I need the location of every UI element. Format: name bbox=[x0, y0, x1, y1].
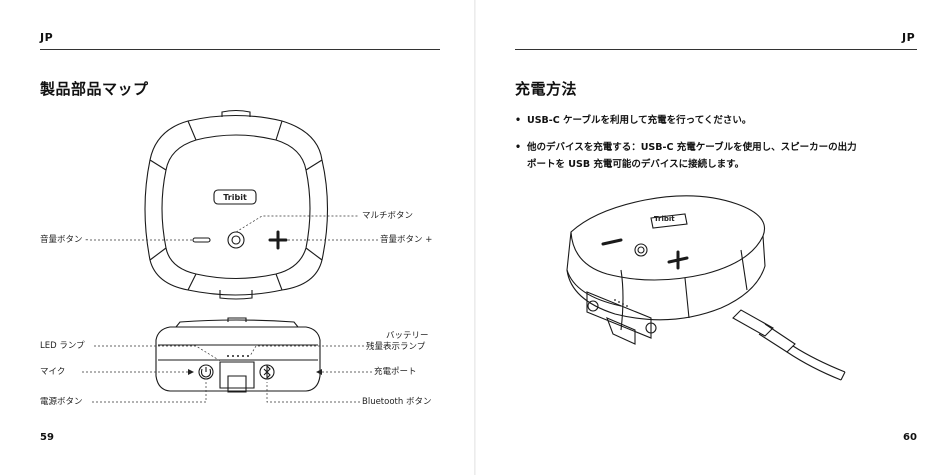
label-battery-line2: 残量表示ランプ bbox=[366, 342, 425, 352]
label-battery-line1: バッテリー bbox=[386, 331, 429, 341]
label-led-lamp: LED ランプ bbox=[40, 341, 85, 351]
charging-illustration bbox=[475, 0, 950, 475]
label-power-button: 電源ボタン bbox=[40, 397, 83, 407]
page-number: 60 bbox=[903, 432, 917, 443]
label-mic: マイク bbox=[40, 367, 65, 377]
logo-text: Tribit bbox=[654, 214, 675, 224]
label-bluetooth-button: Bluetooth ボタン bbox=[362, 397, 431, 407]
page-number: 59 bbox=[40, 432, 54, 443]
page-right: JP 充電方法 • USB-C ケーブルを利用して充電を行ってください。 • 他… bbox=[475, 0, 950, 475]
label-charge-port: 充電ポート bbox=[374, 367, 417, 377]
page-left: JP 製品部品マップ bbox=[0, 0, 475, 475]
